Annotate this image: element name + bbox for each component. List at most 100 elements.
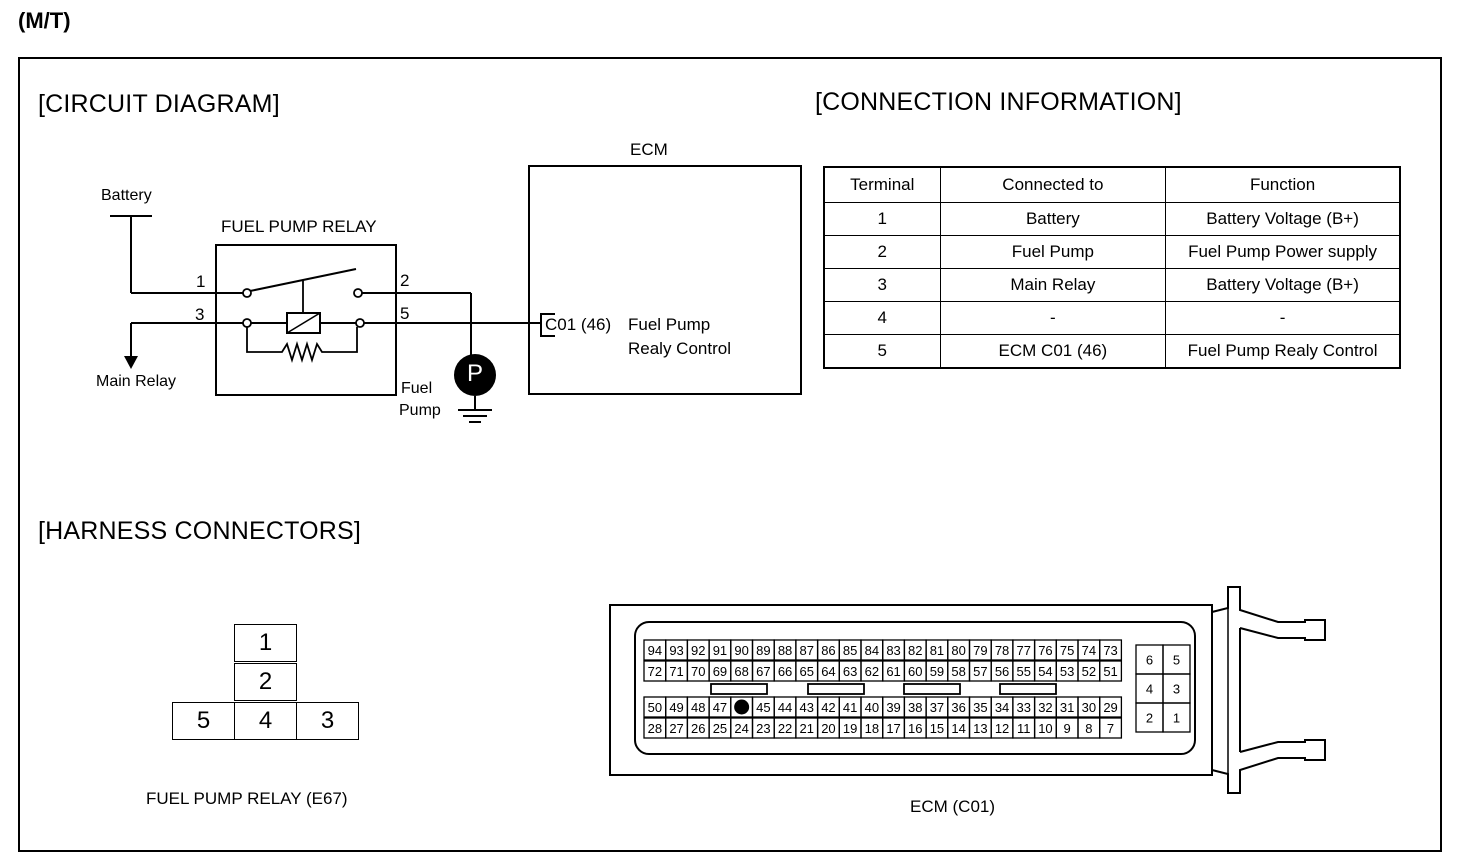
pin-2-label: 2 (400, 271, 410, 290)
ecm-pin-label: 27 (669, 721, 683, 736)
ecm-pin-label: 37 (930, 700, 944, 715)
ecm-pin-label: C01 (46) (545, 315, 612, 334)
ecm-pin-label: 79 (973, 643, 987, 658)
ecm-pin-label: 6 (1146, 653, 1153, 668)
header-terminal: Terminal (823, 166, 941, 203)
terminal-cell: 5 (823, 334, 941, 369)
ecm-pin-label: 65 (800, 664, 814, 679)
ecm-pin-label: 4 (1146, 682, 1153, 697)
main-relay-label: Main Relay (96, 373, 177, 390)
terminal-cell: 4 (823, 301, 941, 335)
relay-connector-pin: 2 (234, 663, 297, 701)
ecm-pin-label: 45 (756, 700, 770, 715)
ecm-pin-label: 19 (843, 721, 857, 736)
ecm-pin-label: 83 (886, 643, 900, 658)
ecm-pin-cell (1099, 660, 1123, 682)
ecm-title: ECM (630, 140, 668, 159)
ecm-pin-label: 30 (1082, 700, 1096, 715)
ecm-pin-label: 36 (951, 700, 965, 715)
ecm-pin-label: 94 (648, 643, 662, 658)
ecm-pin-label: 18 (865, 721, 879, 736)
connected-to-cell: - (939, 301, 1167, 335)
relay-connector-pin: 1 (234, 624, 297, 662)
ecm-pin-label: 8 (1085, 721, 1092, 736)
ecm-pin-label: 24 (734, 721, 748, 736)
ecm-pin-label: 49 (669, 700, 683, 715)
ecm-pin-label: 50 (648, 700, 662, 715)
ecm-pin-label: 53 (1060, 664, 1074, 679)
ecm-pin-label: 75 (1060, 643, 1074, 658)
ecm-pin-label: 87 (800, 643, 814, 658)
function-cell: Battery Voltage (B+) (1165, 202, 1401, 236)
ecm-pin-label: 62 (865, 664, 879, 679)
variant-label: (M/T) (18, 8, 71, 33)
ecm-pin-label: 92 (691, 643, 705, 658)
header-connected-to: Connected to (939, 166, 1167, 203)
pin-5-label: 5 (400, 304, 410, 323)
ecm-pin-label: 7 (1107, 721, 1114, 736)
ecm-function-line1: Fuel Pump (628, 315, 711, 334)
ecm-pin-label: 31 (1060, 700, 1074, 715)
ecm-pin-label: 52 (1082, 664, 1096, 679)
ecm-pin-label: 39 (886, 700, 900, 715)
ecm-pin-label: 43 (800, 700, 814, 715)
ecm-pin-label: 5 (1173, 653, 1180, 668)
ecm-pin-label: 38 (908, 700, 922, 715)
ecm-pin-label: 82 (908, 643, 922, 658)
table-row: 1 Battery Battery Voltage (B+) (823, 202, 1401, 236)
ecm-pin-label: 51 (1103, 664, 1117, 679)
ecm-pin-label: 70 (691, 664, 705, 679)
ecm-pin-label: 76 (1038, 643, 1052, 658)
ecm-pin-cell (1099, 717, 1123, 739)
ecm-pin-label: 20 (821, 721, 835, 736)
ecm-pin-label: 29 (1103, 700, 1117, 715)
ecm-pin-label: 58 (951, 664, 965, 679)
connected-to-cell: ECM C01 (46) (939, 334, 1167, 369)
table-row: 2 Fuel Pump Fuel Pump Power supply (823, 235, 1401, 269)
ecm-pin-label: 41 (843, 700, 857, 715)
ecm-pin-label: 59 (930, 664, 944, 679)
ecm-pin-label: 81 (930, 643, 944, 658)
ecm-pin-label: 80 (951, 643, 965, 658)
ecm-pin-label: 54 (1038, 664, 1052, 679)
ecm-pin-label: 14 (951, 721, 965, 736)
ecm-connector-caption: ECM (C01) (910, 797, 996, 816)
highlighted-pin-marker (734, 699, 750, 715)
ecm-pin-label: 77 (1017, 643, 1031, 658)
ecm-pin-label: 35 (973, 700, 987, 715)
pump-symbol: P (466, 360, 483, 387)
ecm-pin-label: 86 (821, 643, 835, 658)
function-cell: Fuel Pump Power supply (1165, 235, 1401, 269)
pump-label-line1: Fuel (401, 380, 433, 397)
terminal-cell: 2 (823, 235, 941, 269)
ecm-pin-label: 72 (648, 664, 662, 679)
ecm-pin-label: 2 (1146, 711, 1153, 726)
table-row: 5 ECM C01 (46) Fuel Pump Realy Control (823, 334, 1401, 369)
diagram-frame (18, 57, 1442, 852)
ecm-pin-label: 23 (756, 721, 770, 736)
ecm-pin-label: 90 (734, 643, 748, 658)
ecm-pin-label: 13 (973, 721, 987, 736)
ecm-function-line2: Realy Control (628, 339, 731, 358)
ecm-pin-label: 60 (908, 664, 922, 679)
ecm-pin-cell (1162, 702, 1191, 733)
relay-title: FUEL PUMP RELAY (221, 217, 377, 236)
table-row: 4 - - (823, 301, 1401, 335)
ecm-pin-label: 66 (778, 664, 792, 679)
ecm-pin-label: 22 (778, 721, 792, 736)
ecm-pin-label: 68 (734, 664, 748, 679)
ecm-pin-label: 93 (669, 643, 683, 658)
pin-1-label: 1 (196, 272, 206, 291)
ecm-pin-cell (1099, 639, 1123, 661)
ecm-pin-label: 88 (778, 643, 792, 658)
ecm-pin-label: 42 (821, 700, 835, 715)
ecm-pin-label: 33 (1017, 700, 1031, 715)
ecm-pin-label: 73 (1103, 643, 1117, 658)
ecm-pin-label: 89 (756, 643, 770, 658)
ecm-pin-label: 32 (1038, 700, 1052, 715)
pin-3-label: 3 (195, 305, 205, 324)
ecm-pin-label: 11 (1017, 721, 1031, 736)
ecm-pin-label: 47 (713, 700, 727, 715)
